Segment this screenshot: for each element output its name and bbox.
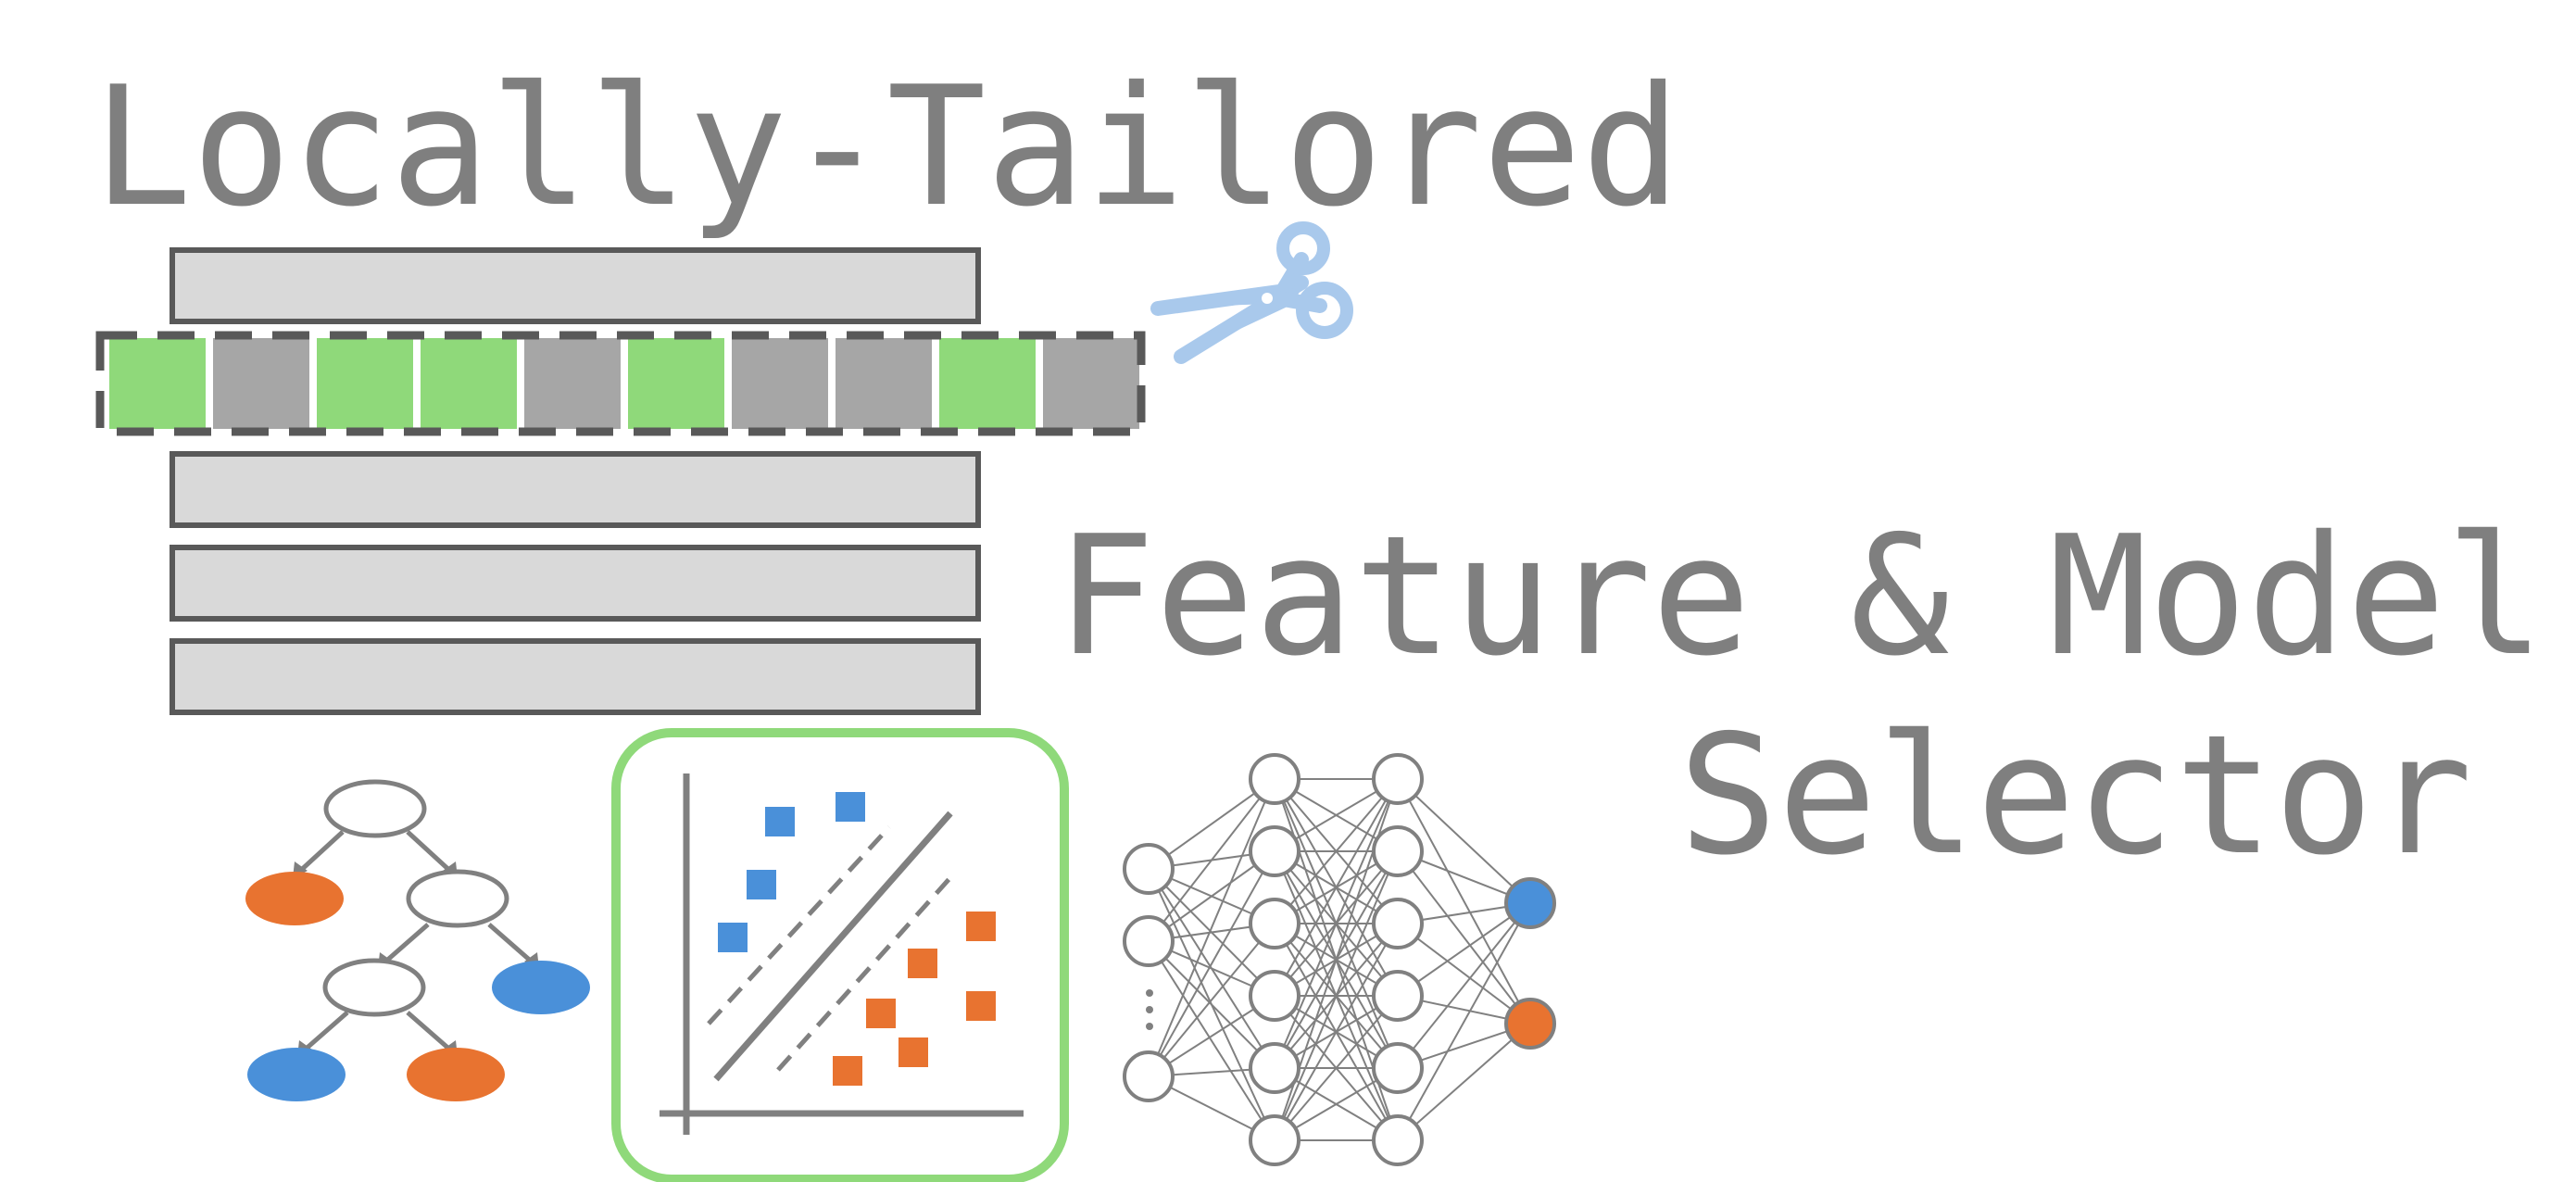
- nn-node: [1372, 1042, 1424, 1094]
- nn-node: [1372, 898, 1424, 949]
- scissors-icon: [1150, 221, 1353, 364]
- feature-strip-dashed-border: [95, 331, 1146, 436]
- nn-node: [1249, 753, 1301, 805]
- nn-edge: [1397, 902, 1531, 997]
- nn-edges: [1148, 778, 1531, 1141]
- data-row-bar: [170, 638, 981, 715]
- nn-edge: [1148, 940, 1275, 1069]
- nn-node: [1123, 915, 1175, 967]
- tree-node: [322, 958, 426, 1017]
- nn-node: [1249, 898, 1301, 949]
- svm-icon: [611, 728, 1069, 1182]
- nn-edge: [1397, 902, 1531, 1141]
- neural-network-icon: [1123, 753, 1556, 1166]
- feature-cell-unselected: [732, 338, 828, 429]
- feature-cell-selected: [939, 338, 1036, 429]
- feature-cell-unselected: [213, 338, 309, 429]
- nn-node: [1249, 970, 1301, 1022]
- nn-node: [1372, 1114, 1424, 1166]
- nn-node: [1249, 1042, 1301, 1094]
- nn-edge: [1148, 778, 1275, 1077]
- nn-edge: [1274, 923, 1399, 1141]
- nn-edge: [1274, 995, 1399, 1141]
- nn-node: [1249, 825, 1301, 877]
- title-locally-tailored: Locally-Tailored: [93, 51, 1681, 243]
- decision-tree-icon: [245, 779, 590, 1101]
- nn-edge: [1274, 778, 1399, 1069]
- nn-output-orange: [1504, 998, 1556, 1050]
- svm-point-orange: [966, 991, 996, 1021]
- svm-point-blue: [765, 807, 795, 836]
- data-row-bar: [170, 451, 981, 528]
- svm-point-blue: [718, 923, 748, 952]
- nn-edge: [1274, 778, 1399, 997]
- nn-edge: [1397, 902, 1531, 1069]
- tree-leaf-orange: [407, 1048, 505, 1101]
- title-feature-model: Feature & Model: [1056, 500, 2545, 692]
- nn-edge: [1148, 923, 1275, 1077]
- nn-node: [1123, 1050, 1175, 1102]
- svm-point-orange: [908, 949, 937, 978]
- feature-cell-selected: [109, 338, 206, 429]
- nn-node: [1249, 1114, 1301, 1166]
- nn-edge: [1148, 778, 1275, 942]
- nn-edge: [1148, 940, 1275, 1141]
- svm-point-blue: [747, 870, 776, 899]
- data-row-bar: [170, 545, 981, 622]
- title-selector: Selector: [1678, 699, 2473, 891]
- nn-node: [1372, 970, 1424, 1022]
- feature-cell-selected: [317, 338, 413, 429]
- nn-edge: [1397, 923, 1531, 1025]
- svm-point-blue: [836, 792, 865, 822]
- feature-cell-selected: [628, 338, 724, 429]
- nn-edge: [1397, 850, 1531, 1025]
- nn-node: [1372, 825, 1424, 877]
- nn-ellipsis-dot: [1146, 1023, 1153, 1030]
- svm-point-orange: [966, 912, 996, 941]
- nn-edge: [1148, 850, 1275, 1077]
- tree-leaf-blue: [247, 1048, 346, 1101]
- nn-edge: [1397, 778, 1531, 904]
- nn-edge: [1397, 1023, 1531, 1141]
- svm-point-orange: [833, 1056, 862, 1086]
- tree-node: [323, 779, 427, 838]
- nn-output-blue: [1504, 877, 1556, 929]
- feature-cell-selected: [421, 338, 517, 429]
- nn-edge: [1274, 778, 1399, 924]
- svm-point-orange: [898, 1037, 928, 1067]
- nn-ellipsis-dot: [1146, 989, 1153, 997]
- feature-cell-unselected: [524, 338, 621, 429]
- nn-edge: [1397, 778, 1531, 1025]
- nn-node: [1372, 753, 1424, 805]
- nn-ellipsis-dot: [1146, 1006, 1153, 1013]
- tree-leaf-orange: [245, 872, 344, 925]
- tree-node: [406, 869, 509, 928]
- feature-strip: [109, 338, 1139, 429]
- nn-edge: [1274, 850, 1399, 1141]
- svm-point-orange: [866, 999, 896, 1028]
- nn-nodes: [1123, 753, 1556, 1166]
- nn-node: [1123, 843, 1175, 895]
- data-rows: [170, 247, 981, 715]
- feature-cell-unselected: [1043, 338, 1139, 429]
- feature-cell-unselected: [836, 338, 932, 429]
- data-row-bar: [170, 247, 981, 324]
- tree-leaf-blue: [492, 961, 590, 1014]
